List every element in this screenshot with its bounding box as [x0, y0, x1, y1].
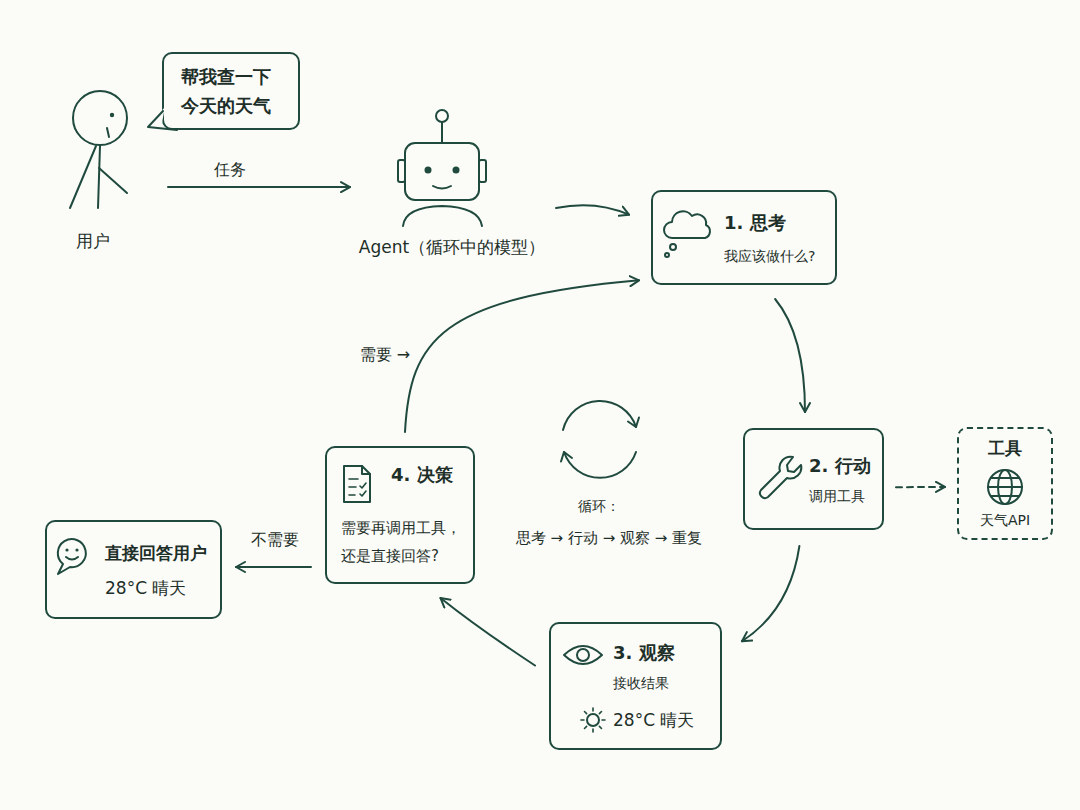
sun-disc: [587, 714, 599, 726]
eye-pupil: [577, 649, 589, 661]
flow-arrow: [742, 546, 799, 641]
robot-mouth: [433, 186, 451, 189]
smiley-bubble: [58, 539, 86, 574]
actor-label: Agent（循环中的模型）: [359, 236, 545, 258]
process-box: 2. 行动调用工具: [743, 428, 884, 530]
user-body: [70, 146, 96, 208]
step-heading: 3. 观察: [613, 642, 720, 664]
globe-latitude: [988, 478, 1022, 496]
step-heading: 4. 决策: [391, 464, 473, 486]
thought-dot: [670, 244, 676, 250]
edge-label: 不需要: [251, 530, 299, 550]
flow-arrow: [441, 598, 536, 666]
user-body: [98, 146, 100, 208]
cycle-icon: [561, 401, 639, 478]
bubble-tail-line: [148, 111, 177, 130]
globe-meridian: [998, 470, 1012, 504]
sun-icon: [581, 708, 605, 732]
doc-lines: [349, 479, 358, 495]
speech-bubble: 帮我查一下 今天的天气: [162, 52, 300, 130]
thought-dot: [665, 253, 669, 257]
tool-box: 工具天气API: [957, 427, 1053, 540]
doc-checks: [360, 483, 366, 496]
step-body: 接收结果: [613, 673, 720, 693]
robot-antenna: [441, 122, 443, 143]
edge-label: 任务: [214, 160, 246, 180]
cycle-arrowhead: [561, 452, 572, 462]
flow-arrow: [775, 299, 805, 412]
cycle-arc: [564, 452, 636, 478]
wrench-icon: [760, 457, 801, 498]
edge-label: 需要 →: [360, 345, 411, 365]
smiley-eye: [75, 548, 78, 551]
answer-box: 直接回答用户 28°C 晴天: [45, 520, 222, 619]
eye-outline: [564, 646, 602, 664]
user-actor: 用户: [45, 92, 140, 252]
robot-ear: [479, 160, 486, 182]
doc-outline: [344, 466, 370, 502]
cloud-shape: [664, 211, 710, 238]
tool-name: 天气API: [980, 510, 1030, 530]
speech-text: 帮我查一下 今天的天气: [181, 62, 281, 120]
cycle-arrowhead: [628, 418, 639, 428]
robot-eye: [425, 167, 432, 174]
robot-ear: [398, 160, 405, 182]
globe-outline: [988, 470, 1022, 504]
process-box: 1. 思考我应该做什么?: [651, 190, 837, 285]
robot-eye: [453, 167, 460, 174]
agent-actor: Agent（循环中的模型）: [352, 108, 552, 258]
cloud-icon: [664, 211, 710, 257]
cycle-note: 思考 → 行动 → 观察 → 重复: [516, 528, 702, 548]
robot-figure: [398, 110, 486, 226]
cycle-note: 循环：: [578, 497, 620, 515]
flow-arrow: [405, 280, 639, 432]
step-heading: 1. 思考: [724, 212, 835, 234]
step-body: 调用工具: [809, 486, 882, 506]
smiley-mouth: [66, 557, 78, 560]
tool-heading: 工具: [988, 437, 1022, 459]
actor-label: 用户: [76, 230, 110, 252]
result-value: 28°C 晴天: [105, 576, 220, 600]
cycle-arc: [563, 401, 636, 430]
user-arm: [99, 168, 127, 193]
checklist-icon: [344, 466, 370, 502]
doc-fold: [362, 466, 370, 474]
eye-icon: [564, 646, 602, 664]
bubble-tail-mask: [147, 107, 180, 133]
step-body: 需要再调用工具， 还是直接回答?: [341, 514, 471, 570]
robot-body: [403, 206, 482, 226]
bubble-tail: [147, 107, 180, 133]
step-body: 我应该做什么?: [724, 246, 835, 266]
flow-arrow: [168, 186, 350, 188]
robot-antenna: [436, 110, 448, 122]
user-mouth: [107, 128, 109, 137]
answer-heading: 直接回答用户: [105, 542, 220, 564]
user-head: [73, 91, 127, 145]
robot-head: [405, 143, 479, 200]
sun-rays: [581, 708, 605, 732]
process-box: 3. 观察接收结果 28°C 晴天: [549, 622, 722, 750]
smiley-eye: [65, 548, 68, 551]
dashed-arrow: [896, 486, 945, 488]
step-heading: 2. 行动: [809, 455, 882, 477]
smiley-icon: [58, 539, 86, 574]
flow-arrow: [236, 566, 311, 568]
result-value: 28°C 晴天: [613, 708, 720, 732]
decision-box: 4. 决策需要再调用工具， 还是直接回答?: [325, 446, 475, 584]
user-eye: [110, 113, 114, 117]
globe-icon: [988, 470, 1022, 504]
user-figure: [70, 91, 127, 208]
flow-arrow: [556, 205, 629, 214]
